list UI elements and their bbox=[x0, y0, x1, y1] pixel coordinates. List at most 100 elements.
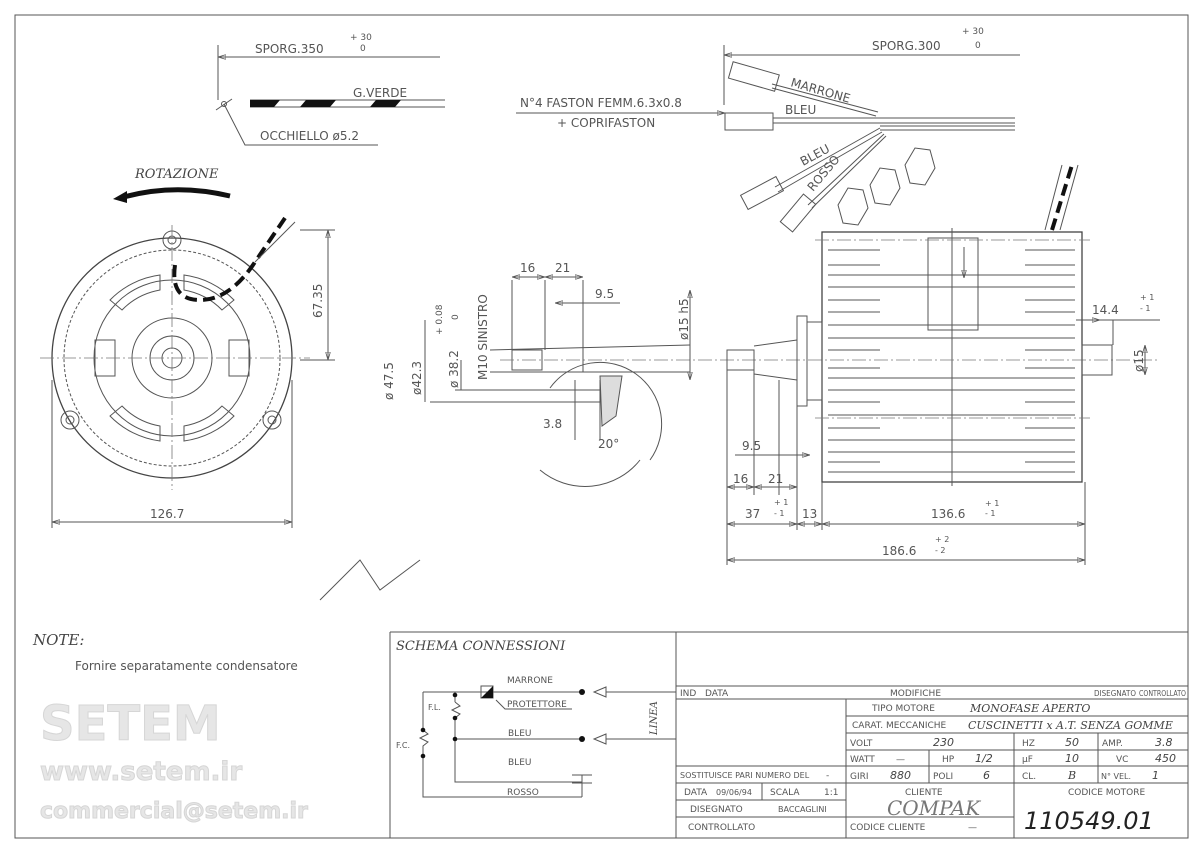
drawing-frame bbox=[14, 14, 1189, 839]
hp-label: HP bbox=[942, 755, 955, 765]
dim-186-6: 186.6 bbox=[882, 544, 916, 558]
schema-title: SCHEMA CONNESSIONI bbox=[396, 639, 566, 654]
ground-wire-label: G.VERDE bbox=[353, 86, 407, 100]
dim-d15: ø15 bbox=[1132, 349, 1146, 372]
cliente-value: COMPAK bbox=[887, 796, 981, 820]
codice-motore-value: 110549.01 bbox=[1024, 807, 1154, 835]
codice-cliente-label: CODICE CLIENTE bbox=[850, 823, 926, 833]
dim-13: 13 bbox=[802, 507, 817, 521]
dim-d47-5: ø 47.5 bbox=[382, 362, 396, 400]
schema-bleu-2: BLEU bbox=[508, 758, 531, 768]
dim-14-4: 14.4 bbox=[1092, 303, 1119, 317]
dim-136-6: 136.6 bbox=[931, 507, 965, 521]
dim-186-6-tol-minus: - 2 bbox=[935, 546, 946, 555]
schema-bleu-1: BLEU bbox=[508, 729, 531, 739]
striped-wire bbox=[250, 100, 401, 107]
amp-label: AMP. bbox=[1102, 739, 1123, 749]
cl-label: CL. bbox=[1022, 772, 1036, 782]
connection-schema: SCHEMA CONNESSIONI MARRONE PROTETTORE BL… bbox=[396, 639, 676, 798]
dim-3-8: 3.8 bbox=[543, 417, 562, 431]
sporg-350-tol-minus: 0 bbox=[360, 44, 366, 54]
controllato-header: CONTROLLATO bbox=[1139, 689, 1186, 698]
hz-value: 50 bbox=[1065, 736, 1079, 749]
volt-label: VOLT bbox=[850, 739, 873, 749]
sporg-350-label: SPORG.350 bbox=[255, 42, 324, 56]
sostituisce-label: SOSTITUISCE PARI NUMERO DEL bbox=[680, 771, 810, 780]
dim-9-5-a: 9.5 bbox=[595, 287, 614, 301]
dim-136-6-tol-minus: - 1 bbox=[985, 509, 996, 518]
dim-14-4-tol-minus: - 1 bbox=[1140, 304, 1151, 313]
dim-37-tol-plus: + 1 bbox=[774, 498, 788, 507]
schema-marrone: MARRONE bbox=[507, 676, 553, 686]
dim-20-deg: 20° bbox=[598, 437, 619, 451]
dim-d38-2-tol-plus: + 0.08 bbox=[435, 304, 445, 335]
dim-9-5-b: 9.5 bbox=[742, 439, 761, 453]
watermark-site: www.setem.ir bbox=[40, 757, 242, 787]
hz-label: HZ bbox=[1022, 739, 1035, 749]
watermark-email: commercial@setem.ir bbox=[40, 799, 308, 824]
dim-186-6-tol-plus: + 2 bbox=[935, 535, 949, 544]
uf-label: µF bbox=[1022, 755, 1033, 765]
poli-label: POLI bbox=[933, 772, 953, 782]
uf-value: 10 bbox=[1065, 752, 1079, 765]
notes-title: NOTE: bbox=[32, 631, 84, 649]
nvel-label: N° VEL. bbox=[1101, 772, 1131, 781]
carat-label: CARAT. MECCANICHE bbox=[852, 721, 947, 731]
sporg-300-tol-plus: + 30 bbox=[962, 27, 984, 37]
schema-fc: F.C. bbox=[396, 741, 410, 750]
data-header: DATA bbox=[705, 689, 729, 699]
title-block: IND DATA MODIFICHE DISEGNATO CONTROLLATO… bbox=[389, 631, 1188, 838]
watermark: SETEM www.setem.ir commercial@setem.ir bbox=[40, 696, 309, 825]
schema-fl: F.L. bbox=[428, 703, 441, 712]
cl-value: B bbox=[1067, 769, 1076, 782]
eyelet-label: OCCHIELLO ø5.2 bbox=[260, 129, 359, 143]
notes-text: Fornire separatamente condensatore bbox=[75, 659, 298, 673]
giri-label: GIRI bbox=[850, 772, 869, 782]
vc-label: VC bbox=[1116, 755, 1128, 765]
volt-value: 230 bbox=[933, 736, 954, 749]
tipo-motore-label: TIPO MOTORE bbox=[871, 704, 935, 714]
hp-value: 1/2 bbox=[975, 752, 993, 765]
tipo-motore-value: MONOFASE APERTO bbox=[969, 702, 1090, 715]
schema-linea: LINEA bbox=[649, 701, 660, 736]
vc-value: 450 bbox=[1155, 752, 1176, 765]
dim-d15-h5: ø15 h5 bbox=[677, 298, 691, 340]
giri-value: 880 bbox=[890, 769, 911, 782]
controllato-label: CONTROLLATO bbox=[688, 823, 755, 833]
dim-thread: M10 SINISTRO bbox=[476, 294, 490, 380]
disegnato-value: BACCAGLINI bbox=[778, 805, 827, 814]
disegnato-header: DISEGNATO bbox=[1094, 689, 1136, 698]
watt-label: WATT bbox=[850, 755, 875, 765]
cliente-label: CLIENTE bbox=[905, 788, 943, 798]
schema-rosso: ROSSO bbox=[507, 788, 539, 798]
front-view: 126.7 67.35 bbox=[40, 216, 335, 528]
watt-value: — bbox=[896, 755, 905, 765]
ground-wire-detail: SPORG.350 + 30 0 G.VERDE OCCHIELLO ø5.2 bbox=[215, 33, 445, 146]
nvel-value: 1 bbox=[1152, 769, 1159, 782]
dim-67-35: 67.35 bbox=[311, 284, 325, 318]
data-value: 09/06/94 bbox=[716, 788, 752, 797]
dim-16-b: 16 bbox=[733, 472, 748, 486]
rotation-label: ROTAZIONE bbox=[134, 167, 219, 182]
shaft-detail: ø 47.5 ø42.3 ø 38.2 + 0.08 0 M10 SINISTR… bbox=[319, 261, 720, 601]
sporg-350-tol-plus: + 30 bbox=[350, 33, 372, 43]
dim-16-a: 16 bbox=[520, 261, 535, 275]
rotation-arrow-icon bbox=[123, 187, 231, 200]
disegnato-label: DISEGNATO bbox=[690, 805, 743, 815]
side-view: 16 21 9.5 37 + 1 - 1 13 136.6 + 1 - 1 18… bbox=[720, 228, 1160, 565]
faston-label: N°4 FASTON FEMM.6.3x0.8 bbox=[520, 96, 682, 110]
data-label: DATA bbox=[684, 788, 708, 798]
dim-21-b: 21 bbox=[768, 472, 783, 486]
dim-37-tol-minus: - 1 bbox=[774, 509, 785, 518]
ind-header: IND bbox=[680, 689, 696, 699]
dim-37: 37 bbox=[745, 507, 760, 521]
carat-value: CUSCINETTI x A.T. SENZA GOMME bbox=[968, 719, 1173, 732]
dim-136-6-tol-plus: + 1 bbox=[985, 499, 999, 508]
dim-14-4-tol-plus: + 1 bbox=[1140, 293, 1154, 302]
wire-bleu-1: BLEU bbox=[785, 103, 816, 117]
watermark-brand: SETEM bbox=[40, 696, 221, 752]
amp-value: 3.8 bbox=[1155, 736, 1173, 749]
dim-d38-2-tol-minus: 0 bbox=[451, 314, 461, 320]
dim-21-a: 21 bbox=[555, 261, 570, 275]
